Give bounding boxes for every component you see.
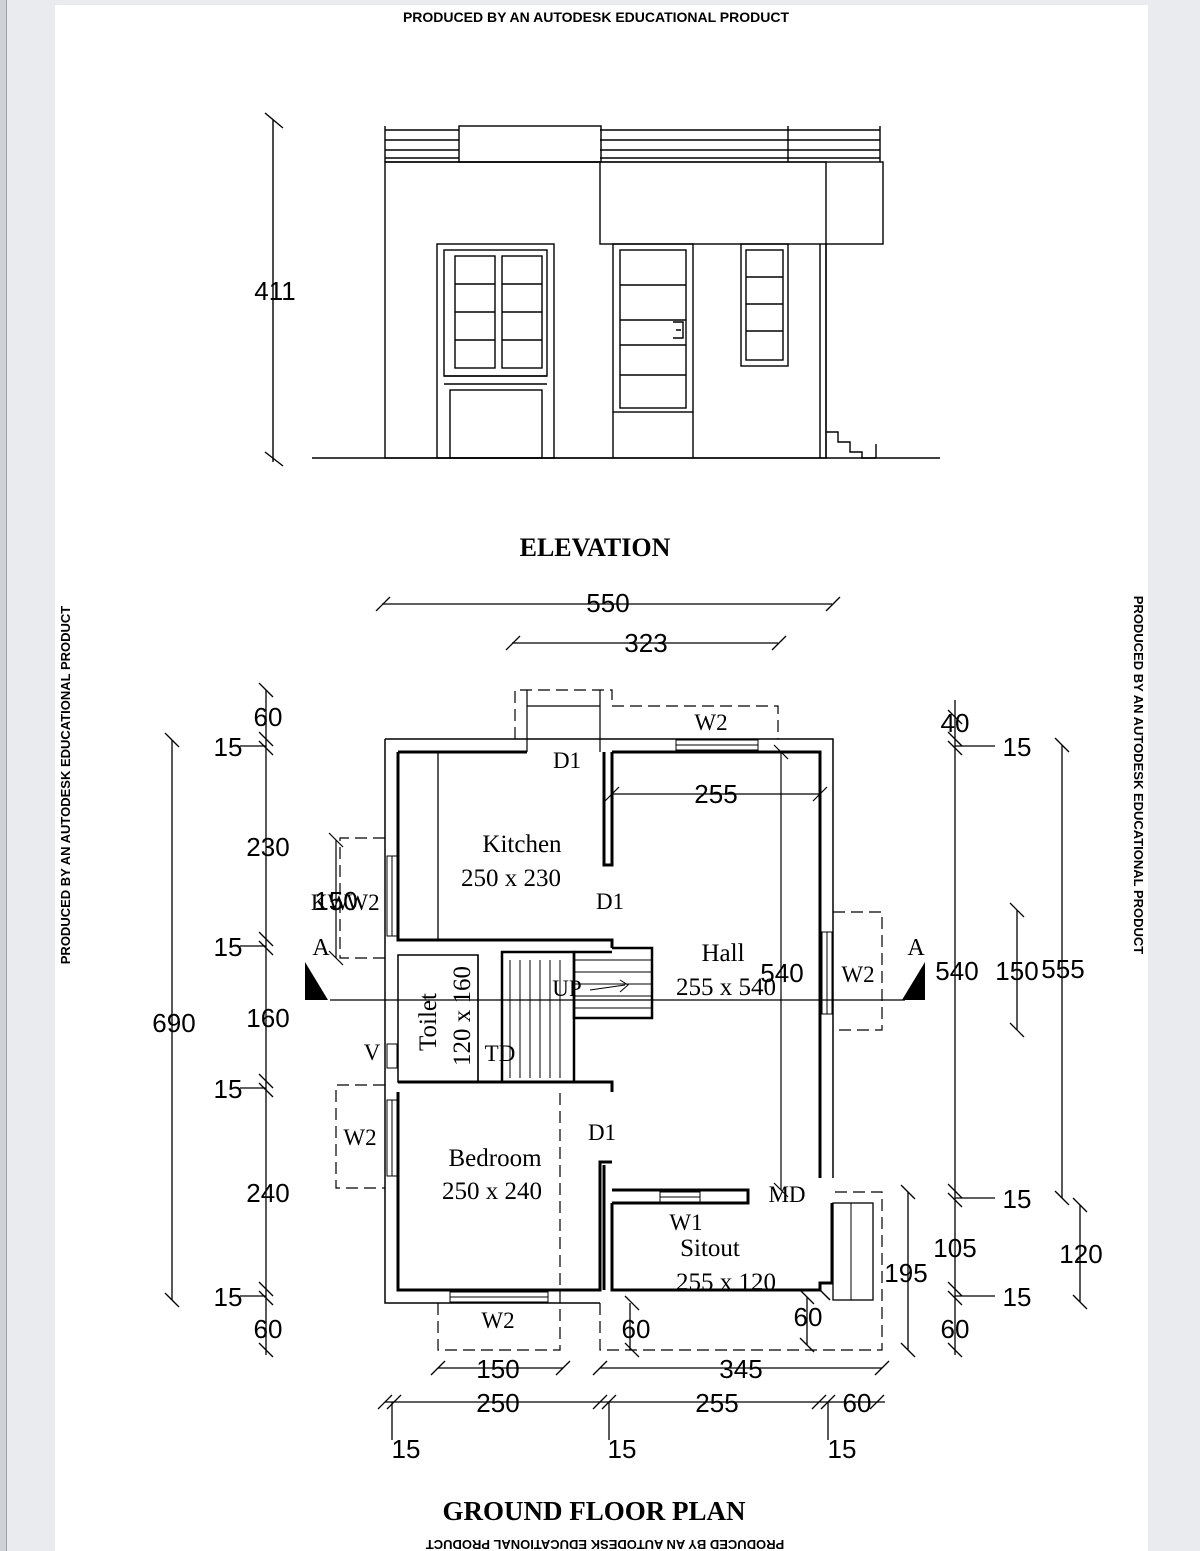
plan-walls [384, 738, 874, 1304]
plan-top-dimensions [375, 596, 841, 651]
dim-left-60-bot: 60 [254, 1314, 283, 1344]
room-sitout-name: Sitout [680, 1235, 740, 1262]
section-line-aa [305, 962, 925, 1001]
label-d1-low: D1 [588, 1120, 616, 1145]
dim-left-15-c: 15 [214, 1074, 243, 1104]
room-kitchen-size: 250 x 230 [461, 865, 561, 892]
label-d1-top: D1 [553, 748, 581, 773]
dim-bottom-345: 345 [719, 1354, 762, 1384]
viewer-edge [0, 0, 7, 1551]
plan-dashed-projections [335, 689, 883, 1351]
label-up: UP [552, 976, 581, 1001]
dim-right-105: 105 [933, 1233, 976, 1263]
watermark-right: PRODUCED BY AN AUTODESK EDUCATIONAL PROD… [1131, 596, 1146, 955]
dim-left-160: 160 [246, 1003, 289, 1033]
dim-right-555: 555 [1041, 954, 1084, 984]
dim-right-150: 150 [995, 956, 1038, 986]
watermark-top: PRODUCED BY AN AUTODESK EDUCATIONAL PROD… [403, 9, 790, 25]
elevation-height-dim: 411 [254, 276, 295, 306]
label-md: MD [768, 1182, 805, 1207]
label-w2-kitchen: W2 [346, 890, 379, 915]
label-w1: W1 [669, 1210, 702, 1235]
label-w2-bottom: W2 [481, 1308, 514, 1333]
room-bedroom-size: 250 x 240 [442, 1178, 542, 1205]
room-hall-size: 255 x 540 [676, 974, 776, 1001]
dim-right-60: 60 [941, 1314, 970, 1344]
dim-bottom-15-a: 15 [392, 1434, 421, 1464]
dim-right-120: 120 [1059, 1239, 1102, 1269]
dim-left-15-d: 15 [214, 1282, 243, 1312]
dim-hall-540: 540 [760, 958, 803, 988]
dim-right-40: 40 [941, 708, 970, 738]
room-toilet-size: 120 x 160 [449, 966, 476, 1066]
dim-hall-255: 255 [694, 779, 737, 809]
dim-left-230: 230 [246, 832, 289, 862]
section-a-left: A [312, 935, 330, 961]
dim-bottom-15-b: 15 [608, 1434, 637, 1464]
dim-right-15-b: 15 [1003, 1184, 1032, 1214]
label-td: TD [485, 1041, 516, 1066]
dim-right-540: 540 [935, 956, 978, 986]
dim-bottom-60-ext: 60 [843, 1388, 872, 1418]
watermark-bottom: PRODUCED BY AN AUTODESK EDUCATIONAL PROD… [426, 1537, 785, 1551]
plan-windows [386, 739, 833, 1303]
plan-bottom-dimensions [377, 1289, 890, 1440]
plan-left-dimensions [164, 682, 274, 1358]
dim-bottom-150: 150 [476, 1354, 519, 1384]
dim-left-15-b: 15 [214, 932, 243, 962]
elevation-drawing [264, 112, 940, 467]
room-kitchen-name: Kitchen [482, 831, 562, 858]
plan-internal-dims [328, 744, 828, 1198]
elevation-title: ELEVATION [520, 533, 671, 562]
label-v: V [364, 1040, 381, 1065]
dim-bottom-255: 255 [695, 1388, 738, 1418]
label-w2-left: W2 [343, 1125, 376, 1150]
plan-right-dimensions [900, 700, 1088, 1358]
label-d1-mid: D1 [596, 889, 624, 914]
label-w2-right: W2 [841, 962, 874, 987]
label-kw: KW [311, 890, 350, 915]
dim-left-60-top: 60 [254, 702, 283, 732]
dim-left-150: 150 [314, 886, 357, 916]
watermark-left: PRODUCED BY AN AUTODESK EDUCATIONAL PROD… [58, 606, 73, 965]
dim-bottom-60-left: 60 [622, 1314, 651, 1344]
dim-bottom-60-right: 60 [794, 1302, 823, 1332]
dim-left-690: 690 [152, 1008, 195, 1038]
label-w2-top: W2 [694, 710, 727, 735]
dim-right-195: 195 [884, 1258, 927, 1288]
dim-left-15-a: 15 [214, 732, 243, 762]
dim-550: 550 [586, 588, 629, 618]
room-toilet-name: Toilet [415, 993, 442, 1051]
dim-bottom-250: 250 [476, 1388, 519, 1418]
dim-left-240: 240 [246, 1178, 289, 1208]
room-sitout-size: 255 x 120 [676, 1269, 776, 1296]
dim-323: 323 [624, 628, 667, 658]
dim-right-15-c: 15 [1003, 1282, 1032, 1312]
room-hall-name: Hall [701, 940, 744, 967]
dim-right-15-a: 15 [1003, 732, 1032, 762]
plan-title: GROUND FLOOR PLAN [443, 1496, 747, 1526]
dim-bottom-15-c: 15 [828, 1434, 857, 1464]
drawing-sheet [55, 5, 1148, 1551]
room-bedroom-name: Bedroom [448, 1145, 542, 1172]
section-a-right: A [907, 935, 925, 961]
